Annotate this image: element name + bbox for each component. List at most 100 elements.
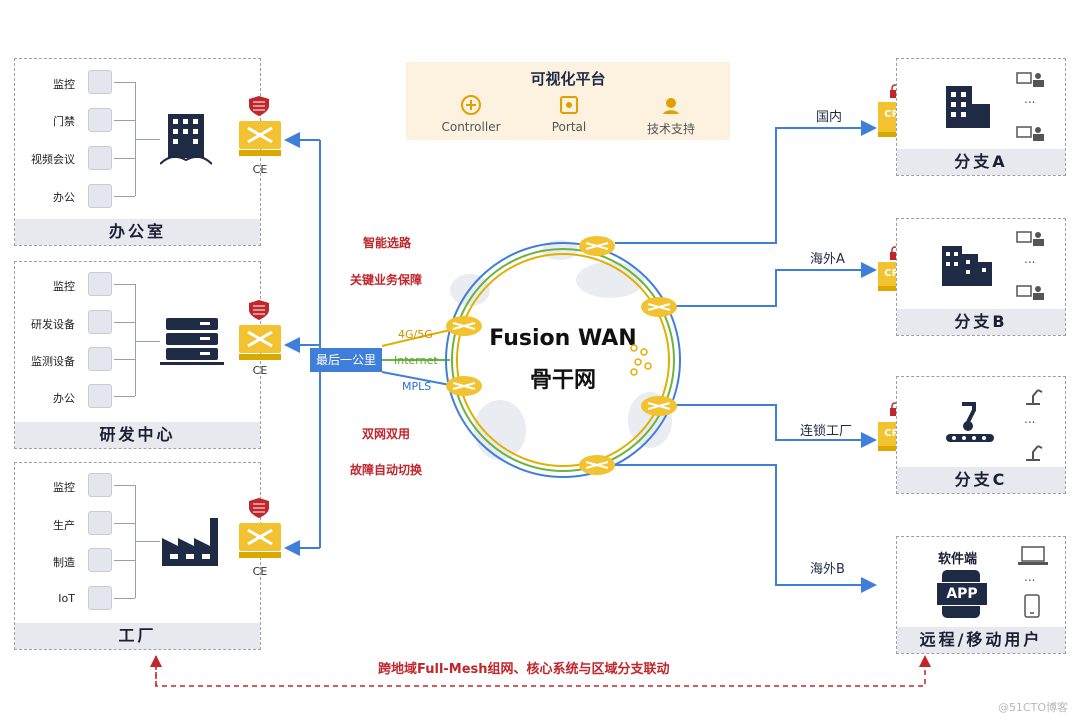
backbone-router-icon: [579, 455, 615, 475]
tree-branch: [114, 560, 135, 561]
factory-device-label-4: IoT: [58, 592, 75, 605]
backbone-subtitle: 骨干网: [529, 368, 596, 393]
tree-branch: [114, 120, 135, 121]
ce-label-factory: CE: [252, 565, 268, 578]
office-pc-icon: [88, 384, 112, 408]
office-device-label-2: 门禁: [53, 115, 75, 128]
link-label-mpls: MPLS: [402, 380, 432, 393]
workstation-icon: [1016, 231, 1044, 246]
backbone-router-icon: [446, 376, 482, 396]
gears-icon: [88, 511, 112, 535]
branch-building-icon: [942, 246, 992, 286]
full-mesh-label: 跨地域Full-Mesh组网、核心系统与区域分支联动: [378, 662, 670, 677]
backbone-router-icon: [641, 297, 677, 317]
tree-branch: [114, 396, 135, 397]
mobile-phone-icon: [1024, 594, 1040, 618]
camera-icon: [88, 70, 112, 94]
access-control-icon: [88, 108, 112, 132]
portal-icon: [560, 96, 578, 114]
office-building-icon: [160, 114, 212, 165]
ellipsis: ...: [1024, 412, 1036, 426]
tree-branch: [114, 523, 135, 524]
camera-icon: [88, 473, 112, 497]
workstation-icon: [1016, 285, 1044, 300]
factory-device-label-3: 制造: [53, 556, 75, 569]
platform-title: 可视化平台: [530, 70, 606, 88]
site-factory: 工厂: [14, 462, 261, 650]
office-device-label-3: 视频会议: [31, 153, 75, 166]
site-office-title: 办公室: [15, 219, 260, 245]
factory-device-label-1: 监控: [53, 481, 75, 494]
support-icon: [663, 98, 679, 114]
feature-label-smart-routing: 智能选路: [363, 236, 412, 250]
ellipsis: ...: [1024, 252, 1036, 266]
office-device-label-4: 办公: [53, 191, 75, 204]
backbone-router-icon: [446, 316, 482, 336]
chip-icon: [88, 310, 112, 334]
feature-label-failover: 故障自动切换: [350, 463, 423, 477]
site-factory-title: 工厂: [15, 623, 260, 649]
iot-icon: [88, 586, 112, 610]
tree-branch: [114, 359, 135, 360]
tree-branch: [114, 598, 135, 599]
remote-link-label: 海外B: [810, 562, 845, 577]
firewall-icon: [249, 96, 269, 116]
app-label: APP: [936, 582, 988, 606]
ellipsis: ...: [1024, 570, 1036, 584]
tree-branch: [114, 158, 135, 159]
platform-item-support: 技术支持: [646, 122, 695, 136]
tree-branch: [135, 341, 160, 342]
node-cluster-icon: [630, 344, 652, 376]
link-label-4g5g: 4G/5G: [398, 328, 433, 341]
tree-branch: [114, 485, 135, 486]
ce-label-office: CE: [252, 163, 268, 176]
backbone-router-icon: [641, 396, 677, 416]
branch-b-title: 分支B: [897, 309, 1065, 335]
branch-a-link-label: 国内: [816, 110, 843, 125]
link-label-internet: Internet: [394, 354, 438, 367]
ce-router-icon: [239, 325, 281, 360]
branch-a-title: 分支A: [897, 149, 1065, 175]
ce-router-icon: [239, 523, 281, 558]
tree-branch: [135, 541, 160, 542]
rnd-tree: [135, 284, 136, 396]
ellipsis: ...: [1024, 92, 1036, 106]
visualization-platform: 可视化平台 Controller Portal 技术支持: [406, 62, 730, 140]
production-line-icon: [946, 402, 994, 442]
server-rack-icon: [160, 318, 224, 365]
camera-icon: [88, 272, 112, 296]
tree-branch: [114, 322, 135, 323]
site-rnd-title: 研发中心: [15, 422, 260, 448]
robot-arm-icon: [88, 548, 112, 572]
rnd-device-label-2: 研发设备: [31, 318, 75, 331]
workstation-icon: [1016, 126, 1044, 141]
last-mile-label: 最后一公里: [310, 348, 382, 372]
robot-arm-icon: [1026, 389, 1043, 405]
rnd-device-label-4: 办公: [53, 392, 75, 405]
laptop-icon: [1018, 546, 1048, 565]
software-client-label: 软件端: [938, 552, 978, 567]
video-conference-icon: [88, 146, 112, 170]
backbone-title: Fusion WAN: [489, 326, 637, 351]
firewall-icon: [249, 300, 269, 320]
tree-branch: [114, 196, 135, 197]
rnd-device-label-1: 监控: [53, 280, 75, 293]
tree-branch: [135, 139, 160, 140]
feature-label-dual-network: 双网双用: [362, 427, 411, 441]
office-device-label-1: 监控: [53, 78, 75, 91]
backbone-router-icon: [579, 236, 615, 256]
controller-icon: [461, 95, 481, 115]
branch-b-link-label: 海外A: [810, 252, 845, 267]
branch-building-icon: [946, 86, 990, 128]
robot-arm-icon: [1026, 445, 1043, 461]
tree-branch: [114, 82, 135, 83]
site-office: 办公室: [14, 58, 261, 246]
office-pc-icon: [88, 184, 112, 208]
platform-item-controller: Controller: [441, 120, 501, 134]
rnd-device-label-3: 监测设备: [31, 355, 75, 368]
remote-users-title: 远程/移动用户: [897, 627, 1065, 653]
branch-c-link-label: 连锁工厂: [800, 424, 853, 439]
workstation-icon: [1016, 72, 1044, 87]
site-rnd: 研发中心: [14, 261, 261, 449]
